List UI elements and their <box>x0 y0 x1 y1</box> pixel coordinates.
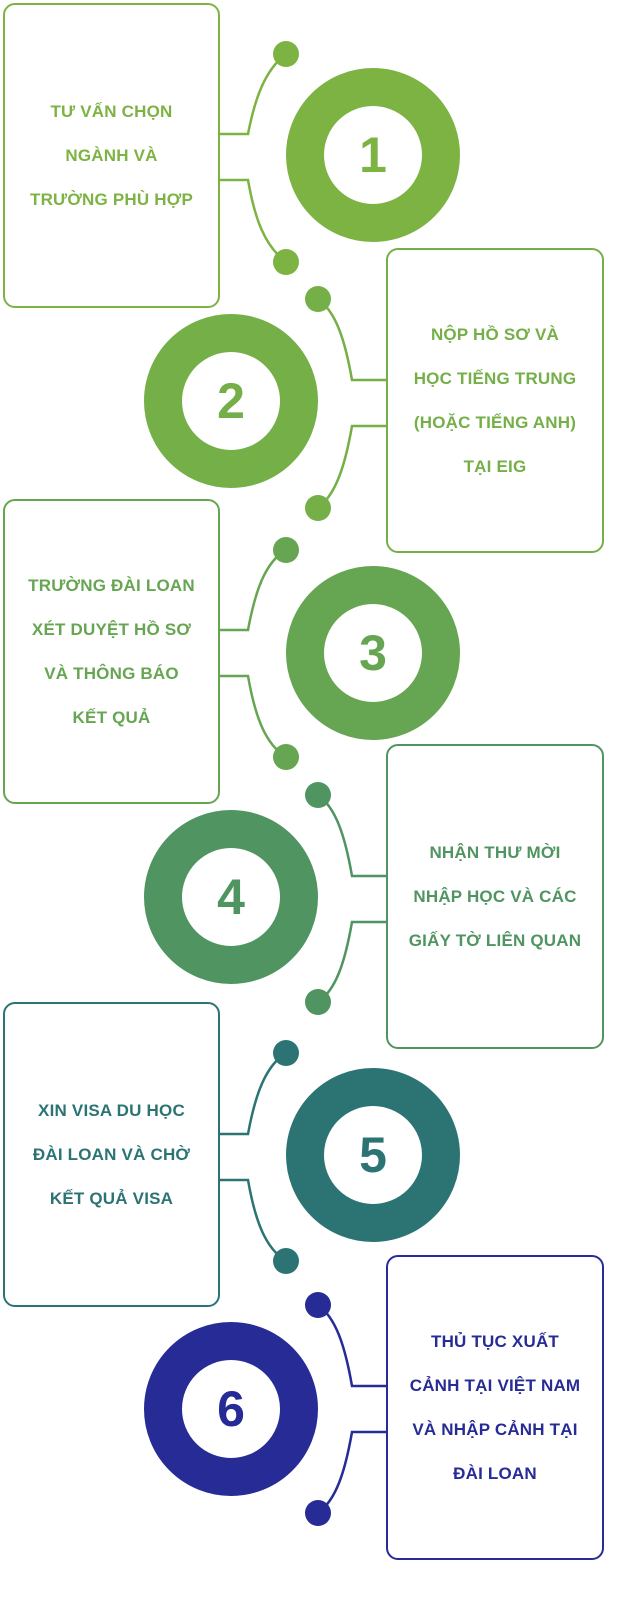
step-3-box: TRƯỜNG ĐÀI LOAN XÉT DUYỆT HỒ SƠ VÀ THÔNG… <box>3 499 220 804</box>
connector-line-1-top <box>220 53 287 136</box>
connector-line-2-top <box>317 297 386 382</box>
step-3-line-4: KẾT QUẢ <box>72 707 151 727</box>
step-3-line-3: VÀ THÔNG BÁO <box>44 663 179 683</box>
step-2-line-3: (HOẶC TIẾNG ANH) <box>413 412 577 432</box>
step-1-box: TƯ VẤN CHỌN NGÀNH VÀ TRƯỜNG PHÙ HỢP <box>3 3 220 308</box>
connector-dot-5-top <box>273 1040 299 1066</box>
step-1-number-ring: 1 <box>286 68 460 242</box>
connector-dot-4-bottom <box>305 989 331 1015</box>
connector-line-1-bottom <box>220 178 287 263</box>
step-5-line-2: ĐÀI LOAN VÀ CHỜ <box>32 1144 191 1164</box>
connector-dot-1-top <box>273 41 299 67</box>
step-3-line-1: TRƯỜNG ĐÀI LOAN <box>28 575 195 595</box>
step-2-line-4: TẠI EIG <box>463 456 527 476</box>
connector-line-2-bottom <box>317 424 386 509</box>
connector-dot-3-top <box>273 537 299 563</box>
connector-dot-1-bottom <box>273 249 299 275</box>
step-5-text: XIN VISA DU HỌC ĐÀI LOAN VÀ CHỜ KẾT QUẢ … <box>33 1089 190 1221</box>
step-3-text: TRƯỜNG ĐÀI LOAN XÉT DUYỆT HỒ SƠ VÀ THÔNG… <box>28 564 195 740</box>
connector-line-6-top <box>317 1303 386 1388</box>
step-1-line-3: TRƯỜNG PHÙ HỢP <box>29 189 194 209</box>
step-4-number-ring: 4 <box>144 810 318 984</box>
step-2-number: 2 <box>217 373 245 429</box>
step-4-number: 4 <box>217 869 245 925</box>
step-6-text: THỦ TỤC XUẤT CẢNH TẠI VIỆT NAM VÀ NHẬP C… <box>410 1320 581 1496</box>
connector-line-5-bottom <box>220 1178 287 1263</box>
step-6-line-2: CẢNH TẠI VIỆT NAM <box>409 1375 581 1395</box>
step-6-number-ring: 6 <box>144 1322 318 1496</box>
step-6-number: 6 <box>217 1381 245 1437</box>
step-1-number: 1 <box>359 127 387 183</box>
connector-dot-6-bottom <box>305 1500 331 1526</box>
step-3-line-2: XÉT DUYỆT HỒ SƠ <box>31 619 192 639</box>
step-2-text: NỘP HỒ SƠ VÀ HỌC TIẾNG TRUNG (HOẶC TIẾNG… <box>414 313 577 489</box>
step-2-box: NỘP HỒ SƠ VÀ HỌC TIẾNG TRUNG (HOẶC TIẾNG… <box>386 248 604 553</box>
step-5-box: XIN VISA DU HỌC ĐÀI LOAN VÀ CHỜ KẾT QUẢ … <box>3 1002 220 1307</box>
connector-dot-2-top <box>305 286 331 312</box>
connector-dot-5-bottom <box>273 1248 299 1274</box>
step-5-number-ring: 5 <box>286 1068 460 1242</box>
step-6-line-1: THỦ TỤC XUẤT <box>431 1331 559 1351</box>
step-5-line-3: KẾT QUẢ VISA <box>49 1188 174 1208</box>
connector-dot-6-top <box>305 1292 331 1318</box>
step-6-box: THỦ TỤC XUẤT CẢNH TẠI VIỆT NAM VÀ NHẬP C… <box>386 1255 604 1560</box>
connector-line-5-top <box>220 1051 287 1136</box>
step-6-line-3: VÀ NHẬP CẢNH TẠI <box>412 1419 578 1439</box>
step-3-number: 3 <box>359 625 387 681</box>
step-5-line-1: XIN VISA DU HỌC <box>38 1100 185 1120</box>
step-1-line-1: TƯ VẤN CHỌN <box>50 101 173 121</box>
connector-line-4-bottom <box>317 920 386 1004</box>
step-4-line-1: NHẬN THƯ MỜI <box>429 842 561 862</box>
connector-dot-4-top <box>305 782 331 808</box>
step-4-line-3: GIẤY TỜ LIÊN QUAN <box>408 930 582 950</box>
step-3-number-ring: 3 <box>286 566 460 740</box>
connector-line-3-top <box>220 548 287 632</box>
connector-line-4-top <box>317 793 386 878</box>
connector-line-3-bottom <box>220 674 287 759</box>
connector-line-6-bottom <box>317 1430 386 1515</box>
step-2-line-1: NỘP HỒ SƠ VÀ <box>430 324 560 344</box>
connector-dot-3-bottom <box>273 744 299 770</box>
step-1-line-2: NGÀNH VÀ <box>65 145 158 165</box>
connector-dot-2-bottom <box>305 495 331 521</box>
step-4-box: NHẬN THƯ MỜI NHẬP HỌC VÀ CÁC GIẤY TỜ LIÊ… <box>386 744 604 1049</box>
step-5-number: 5 <box>359 1127 387 1183</box>
step-4-line-2: NHẬP HỌC VÀ CÁC <box>413 886 577 906</box>
step-2-line-2: HỌC TIẾNG TRUNG <box>413 368 577 388</box>
step-1-text: TƯ VẤN CHỌN NGÀNH VÀ TRƯỜNG PHÙ HỢP <box>30 90 193 222</box>
step-2-number-ring: 2 <box>144 314 318 488</box>
step-4-text: NHẬN THƯ MỜI NHẬP HỌC VÀ CÁC GIẤY TỜ LIÊ… <box>409 831 582 963</box>
step-6-line-4: ĐÀI LOAN <box>453 1463 537 1483</box>
